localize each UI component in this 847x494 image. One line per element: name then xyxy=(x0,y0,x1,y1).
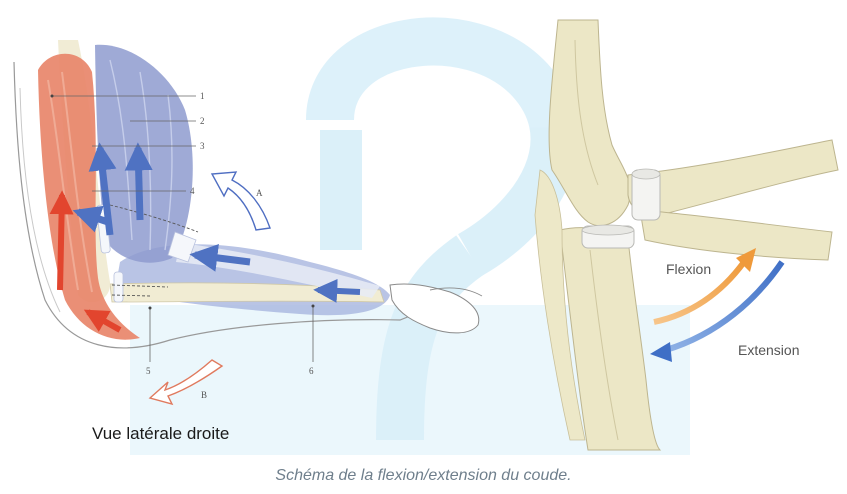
flexion-label: Flexion xyxy=(666,261,711,277)
arrow-label-a: A xyxy=(256,188,263,198)
arrow-label-b: B xyxy=(201,390,207,400)
label-number-4: 4 xyxy=(190,186,195,196)
figure-caption: Schéma de la flexion/extension du coude. xyxy=(0,467,847,485)
label-number-2: 2 xyxy=(200,116,205,126)
label-number-1: 1 xyxy=(200,91,205,101)
label-number-5: 5 xyxy=(146,366,151,376)
view-label: Vue latérale droite xyxy=(92,424,229,444)
label-number-3: 3 xyxy=(200,141,205,151)
label-number-6: 6 xyxy=(309,366,314,376)
extension-label: Extension xyxy=(738,342,799,358)
